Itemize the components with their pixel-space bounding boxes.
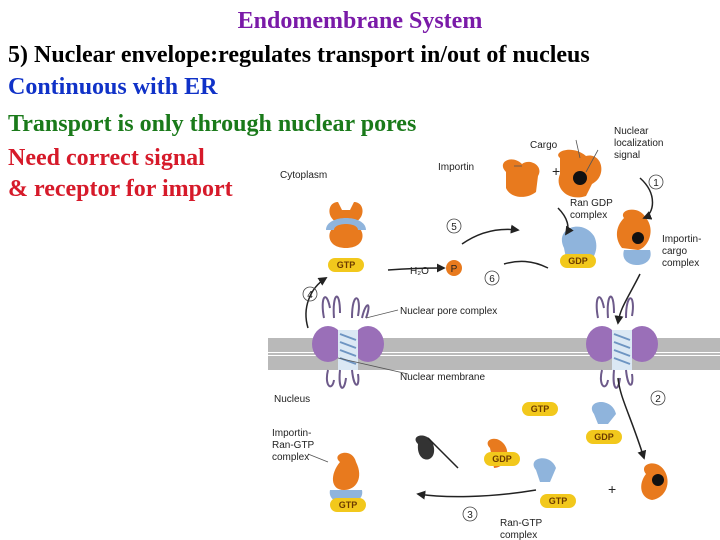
importin-cargo-complex-shape — [616, 209, 651, 265]
nuclear-pore-complex-label: Nuclear pore complex — [400, 306, 497, 317]
importin-ran-gtp-label-3: complex — [272, 452, 309, 463]
pore-complex-right — [586, 295, 658, 389]
pathway-arrows — [305, 177, 654, 500]
gtp-pill-nucleus-2: GTP — [549, 496, 568, 506]
cargo-shape — [558, 149, 602, 198]
gtp-pill-nucleus-3: GTP — [339, 500, 358, 510]
gtp-pill-cytoplasm: GTP — [337, 260, 356, 270]
importin-ran-gtp-label-1: Importin- — [272, 428, 311, 439]
nls-label-1: Nuclear — [614, 126, 649, 137]
ran-gdp-complex-label-1: Ran GDP — [570, 198, 613, 209]
slide-title: Endomembrane System — [237, 8, 483, 34]
step-1-label: 1 — [653, 178, 659, 189]
importin-gtp-cytoplasm — [326, 202, 366, 272]
plus-sign-cytoplasm: + — [552, 163, 560, 179]
bullet-transport-through-pores: Transport is only through nuclear pores — [8, 111, 417, 137]
ran-gdp-complex-shape — [560, 226, 597, 268]
bullet-continuous-with-er: Continuous with ER — [8, 74, 218, 100]
step-circles — [302, 174, 666, 522]
nucleus-label: Nucleus — [274, 394, 310, 405]
gtp-pill-nucleus: GTP — [531, 404, 550, 414]
phosphate-label: P — [451, 264, 458, 275]
importin-ran-gtp-label-2: Ran-GTP — [272, 440, 315, 451]
step-4-label: 4 — [307, 290, 313, 301]
h2o-label: H₂O — [410, 266, 429, 277]
nuclear-membrane-label: Nuclear membrane — [400, 372, 485, 383]
gdp-pill-cytoplasm: GDP — [568, 256, 588, 266]
importin-shape-cytoplasm — [502, 159, 540, 197]
step-5-label: 5 — [451, 222, 457, 233]
bullet-need-signal: Need correct signal — [8, 145, 205, 171]
cytoplasm-label: Cytoplasm — [280, 170, 327, 181]
leader-lines — [307, 139, 599, 463]
nuclear-import-diagram: GTP GDP P GTP GDP GDP GTP — [268, 126, 720, 540]
bullet-nuclear-envelope: 5) Nuclear envelope:regulates transport … — [8, 42, 590, 68]
importin-nucleus — [415, 435, 576, 508]
importin-cargo-label-2: cargo — [662, 246, 687, 257]
released-cargo-shape — [641, 463, 668, 500]
bullet-receptor-for-import: & receptor for import — [8, 176, 233, 202]
nls-label-3: signal — [614, 150, 640, 161]
gdp-pill-nucleus-2: GDP — [492, 454, 512, 464]
ran-gtp-complex-label-2: complex — [500, 530, 537, 540]
pore-complex-left — [312, 295, 384, 389]
phosphate-shape — [446, 260, 462, 276]
importin-label: Importin — [438, 162, 474, 173]
importin-cargo-label-1: Importin- — [662, 234, 701, 245]
cargo-label: Cargo — [530, 140, 558, 151]
ran-gtp-complex-label-1: Ran-GTP — [500, 518, 543, 529]
step-6-label: 6 — [489, 274, 495, 285]
nls-label-2: localization — [614, 138, 663, 149]
plus-sign-nucleus: + — [608, 481, 616, 497]
importin-ran-gtp-complex-shape — [329, 452, 366, 512]
step-3-label: 3 — [467, 510, 473, 521]
gdp-pill-nucleus: GDP — [594, 432, 614, 442]
importin-cargo-label-3: complex — [662, 258, 699, 269]
ran-gtp-nucleus — [522, 401, 622, 444]
step-2-label: 2 — [655, 394, 661, 405]
ran-gdp-complex-label-2: complex — [570, 210, 607, 221]
